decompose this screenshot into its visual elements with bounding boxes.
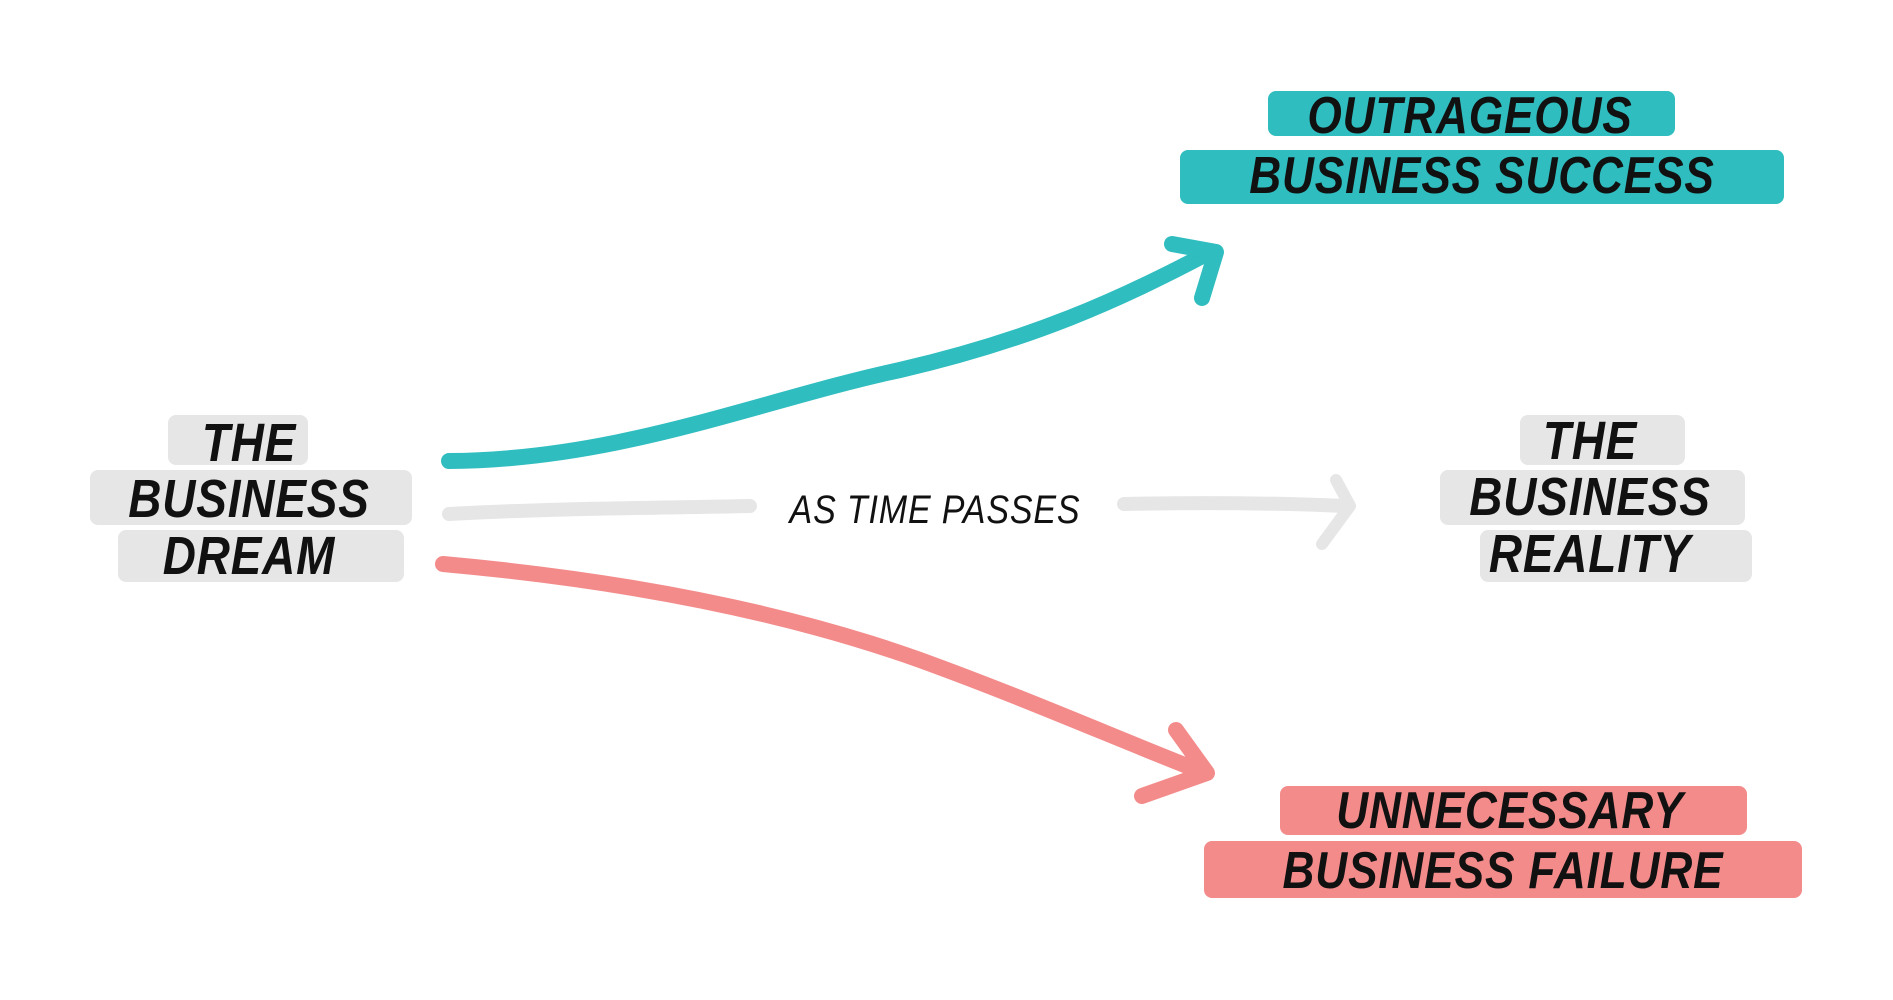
reality-highlight-3 <box>1480 530 1752 582</box>
reality-line-3: REALITY <box>1488 524 1692 584</box>
dream-line-1: THE <box>201 413 297 473</box>
failure-arrowhead <box>1134 722 1215 804</box>
neutral-arrow-left <box>442 499 757 521</box>
dream-line-3: DREAM <box>162 526 336 586</box>
reality-highlight-2 <box>1440 470 1745 525</box>
reality-highlight-1 <box>1520 415 1685 465</box>
neutral-arrowhead <box>1316 474 1356 550</box>
failure-line-2: BUSINESS FAILURE <box>1282 842 1724 900</box>
dream-highlight-3 <box>118 530 404 582</box>
success-line-1: OUTRAGEOUS <box>1307 87 1633 145</box>
neutral-arrow-right <box>1117 496 1352 513</box>
success-line-2: BUSINESS SUCCESS <box>1249 147 1715 205</box>
failure-arrow <box>435 556 1213 781</box>
reality-line-2: BUSINESS <box>1469 467 1711 527</box>
reality-line-1: THE <box>1542 411 1638 471</box>
success-arrowhead <box>1164 236 1224 306</box>
time-passes-label: AS TIME PASSES <box>789 488 1081 532</box>
failure-highlight-1 <box>1280 786 1747 835</box>
success-arrow <box>441 244 1218 469</box>
failure-line-1: UNNECESSARY <box>1336 782 1684 840</box>
success-highlight-2 <box>1180 150 1784 204</box>
failure-highlight-2 <box>1204 841 1802 898</box>
success-highlight-1 <box>1268 91 1675 136</box>
dream-highlight-1 <box>168 415 308 465</box>
dream-line-2: BUSINESS <box>128 469 370 529</box>
dream-highlight-2 <box>90 470 412 525</box>
